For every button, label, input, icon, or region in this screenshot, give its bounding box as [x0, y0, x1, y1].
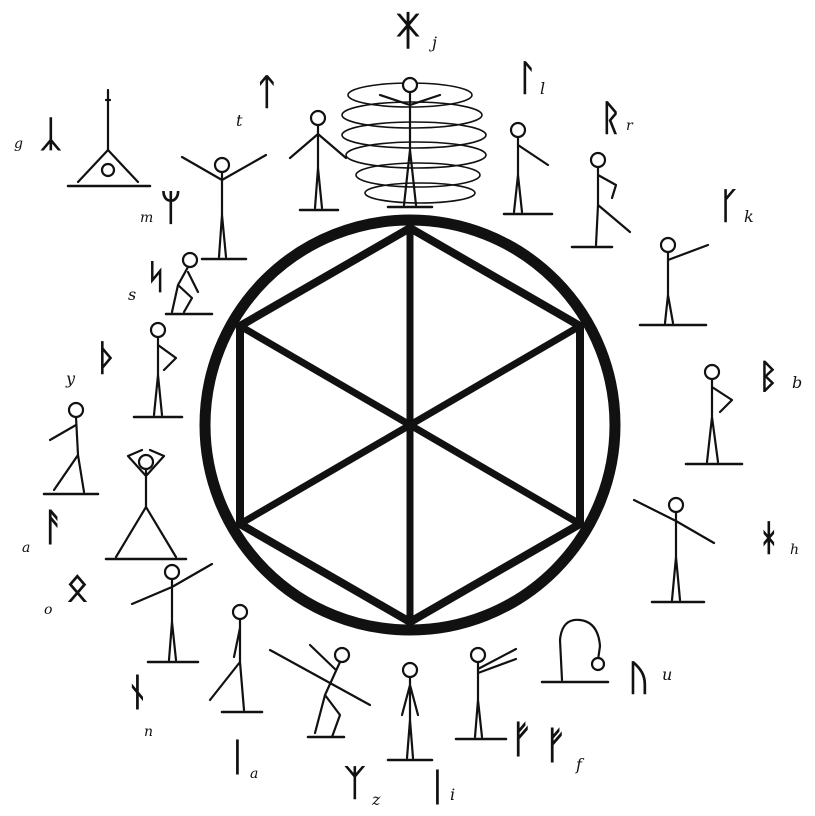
figure-headstand [68, 90, 150, 186]
figure-standing-straight [388, 663, 432, 760]
rune-glyph: ᛋ [146, 257, 166, 297]
rune-glyph: ᛟ [66, 565, 89, 609]
rune-glyph: ᚼ [758, 518, 780, 559]
rune-latin: g [14, 136, 23, 152]
rune-item-15: ᛋ s [128, 257, 166, 304]
rune-item-1: ᛚ l [516, 58, 545, 99]
rune-item-8: ᛁ i [426, 765, 455, 809]
figure-arm-forward [504, 123, 552, 214]
figure-arms-overhead [106, 450, 186, 559]
rune-item-3: ᚴ k [718, 186, 754, 227]
figure-crouch [166, 253, 212, 314]
rune-item-2: ᚱ r [600, 98, 634, 139]
rune-latin: j [429, 33, 437, 52]
rune-glyph: ᛁ [226, 735, 249, 779]
figure-arms-forward [456, 648, 516, 739]
rune-glyph: ᛡ [396, 8, 420, 54]
rune-item-14: ᚦ y [65, 338, 118, 388]
rune-latin: n [144, 724, 153, 740]
figure-lunge [44, 403, 98, 494]
rune-item-13: ᚨ a [22, 505, 65, 556]
rune-latin: t [236, 111, 243, 130]
rune-latin: a [22, 540, 30, 556]
rune-latin: y [65, 369, 76, 388]
rune-latin: s [128, 285, 136, 304]
figure-leg-kick [572, 153, 630, 247]
rune-glyph: ᛣ [40, 114, 62, 155]
rune-glyph: ᛚ [516, 58, 538, 99]
rune-glyph: ᛘ [160, 188, 182, 229]
rune-latin: f [575, 755, 585, 774]
rune-glyph: ᚠ [510, 717, 533, 761]
rune-item-6: ᚢ u [628, 658, 672, 699]
rune-item-4: ᛒ b [758, 357, 802, 397]
rune-item-12: ᛟ o [44, 565, 89, 618]
rune-item-10: ᛁ a [226, 735, 258, 782]
figure-arms-up-v [182, 155, 266, 259]
rune-item-17: ᛣ g [14, 114, 62, 155]
rune-item-9: ᛉ z [344, 763, 381, 809]
figure-striding [210, 605, 262, 712]
rune-glyph: ᛁ [426, 765, 449, 809]
rune-glyph: ᚨ [42, 505, 65, 549]
rune-latin: i [450, 785, 455, 804]
rune-glyph: ᛏ [256, 72, 278, 113]
figure-bent-over [542, 620, 608, 682]
figure-squat-with-staff [270, 645, 370, 737]
rune-item-7: ᚠ ᚠ f [510, 717, 585, 774]
rune-glyph: ᚾ [126, 670, 149, 714]
rune-item-16: ᛘ m [140, 188, 182, 229]
rune-latin: h [790, 542, 799, 558]
figure-pointing-arm [640, 238, 708, 325]
rune-glyph-secondary: ᚠ [544, 723, 567, 767]
figure-arms-diagonal [634, 498, 714, 602]
rune-glyph: ᛒ [758, 357, 778, 397]
rune-glyph: ᛉ [344, 763, 366, 804]
rune-latin: z [371, 790, 381, 809]
figure-arm-raised-diagonal [132, 564, 212, 662]
rune-glyph: ᚢ [628, 658, 650, 699]
figure-hand-on-hip-left [134, 323, 182, 417]
figure-hand-on-hip [686, 365, 742, 464]
rune-item-5: ᚼ h [758, 518, 799, 559]
rune-latin: l [540, 79, 545, 98]
rune-latin: a [250, 766, 258, 782]
rune-latin: b [792, 373, 802, 392]
rune-glyph: ᚦ [96, 338, 118, 379]
rune-item-18: ᛏ t [236, 72, 278, 130]
rune-glyph: ᚱ [600, 98, 622, 139]
rune-latin: o [44, 602, 52, 618]
rune-latin: r [626, 118, 634, 134]
rune-latin: m [140, 210, 153, 226]
rune-latin: u [662, 665, 672, 684]
rune-item-0: ᛡ j [396, 8, 437, 54]
rune-glyph: ᚴ [718, 186, 740, 227]
rune-latin: k [744, 207, 754, 226]
rune-item-11: ᚾ n [126, 670, 153, 740]
figure-arms-sideways [290, 111, 346, 210]
center-wheel [205, 220, 615, 630]
